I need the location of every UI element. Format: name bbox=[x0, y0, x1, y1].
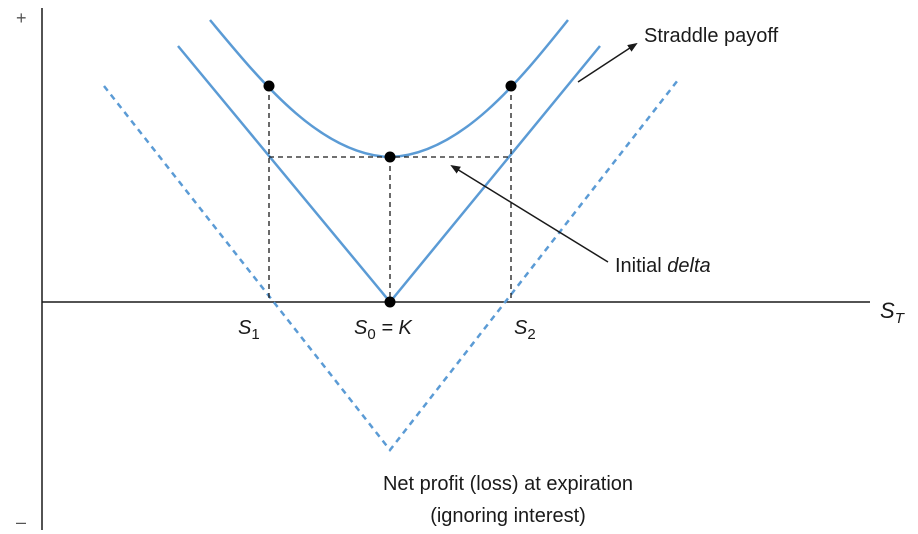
tick-label-s1: S1 bbox=[238, 317, 260, 343]
arrow-straddle-payoff bbox=[577, 42, 638, 83]
annotation-straddle-payoff: Straddle payoff bbox=[644, 25, 779, 47]
y-axis-negative-sign: – bbox=[16, 512, 26, 532]
arrow-initial-delta bbox=[450, 164, 609, 263]
x-axis-label: ST bbox=[880, 298, 906, 327]
annotation-initial-delta: Initial delta bbox=[615, 255, 711, 277]
point-s0-strike bbox=[384, 296, 396, 308]
tick-label-s2: S2 bbox=[514, 317, 536, 343]
x-axis-label-main: S bbox=[880, 298, 895, 323]
annotation-initial-delta-emph: delta bbox=[667, 255, 710, 277]
tick-label-s0: S0 = K bbox=[354, 317, 413, 343]
annotation-net-profit-line1: Net profit (loss) at expiration bbox=[383, 473, 633, 495]
tick-label-s0-main: S bbox=[354, 317, 368, 339]
tick-label-s2-sub: 2 bbox=[527, 326, 535, 343]
tick-label-s2-main: S bbox=[514, 317, 528, 339]
annotation-net-profit-line2: (ignoring interest) bbox=[430, 505, 586, 527]
tick-label-s1-main: S bbox=[238, 317, 252, 339]
straddle-payoff-curve bbox=[177, 45, 601, 304]
net-profit-curve bbox=[103, 79, 679, 453]
point-s1-value bbox=[263, 80, 275, 92]
tick-label-s1-sub: 1 bbox=[251, 326, 259, 343]
y-axis-positive-sign: + bbox=[16, 8, 27, 28]
x-axis-label-sub: T bbox=[895, 310, 906, 327]
point-s0-value bbox=[384, 151, 396, 163]
point-s2-value bbox=[505, 80, 517, 92]
tick-label-s0-rest: = K bbox=[376, 317, 414, 339]
tick-label-s0-sub: 0 bbox=[367, 326, 375, 343]
annotation-initial-delta-prefix: Initial bbox=[615, 255, 667, 277]
